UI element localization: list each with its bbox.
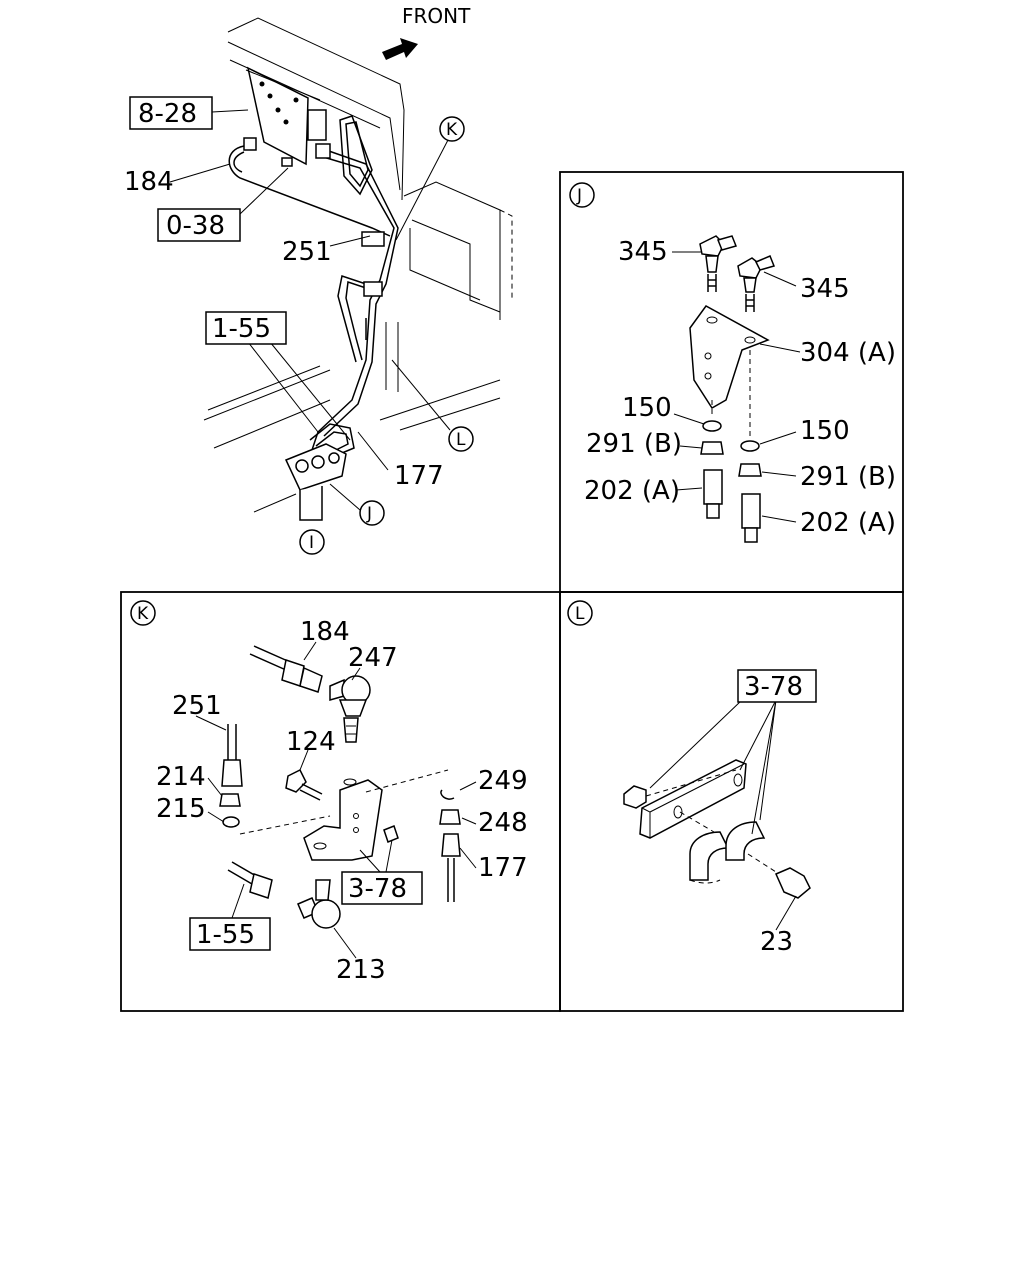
detail-l: L 3-78 23 [567,600,817,957]
part-177-label-k: 177 [478,853,528,883]
washer-150-left [702,420,722,432]
union-213 [227,861,341,929]
washer-150-right [740,440,760,452]
part-202a-label-right: 202 (A) [800,508,896,538]
view-marker-l-label: L [456,430,466,450]
junction-block [284,443,347,521]
pipe-251 [219,724,243,828]
clip-215 [222,816,240,828]
view-marker-k-label: K [446,120,458,140]
pipe-184 [249,645,323,693]
ref-0-38-label: 0-38 [166,211,225,241]
ref-3-78-label-k: 3-78 [348,874,407,904]
part-251-label-k: 251 [172,691,222,721]
detail-l-leaders [649,699,797,931]
ref-box-1-55 [205,311,287,345]
detail-k-title: K [137,604,149,624]
part-345-label-right: 345 [800,274,850,304]
nut-291b-right [738,463,762,477]
part-215-label: 215 [156,794,206,824]
connector-345-left [699,235,738,292]
bracket-304a [689,305,770,436]
nut-214 [219,793,241,807]
ref-box-0-38 [157,208,241,242]
part-124-label: 124 [286,727,336,757]
detail-k-marker [130,600,156,626]
part-291b-label-right: 291 (B) [800,462,896,492]
brake-pipes [228,115,399,459]
overview-leaders [169,109,451,540]
part-150-label-right: 150 [800,416,850,446]
view-marker-j [359,500,385,526]
part-214-label: 214 [156,762,206,792]
detail-j-title: J [576,186,582,206]
ref-1-55-label: 1-55 [212,314,271,344]
ref-3-78-label-l: 3-78 [744,672,803,702]
part-345-label-left: 345 [618,237,668,267]
detail-l-marker [567,600,593,626]
part-184-label-k: 184 [300,617,350,647]
connector-345-right [737,255,776,312]
ref-box-1-55-k [189,917,271,951]
view-marker-k [439,116,465,142]
ref-8-28-label: 8-28 [138,99,197,129]
view-marker-j-label: J [366,504,372,524]
detail-j-marker [569,182,595,208]
part-150-label-left: 150 [622,393,672,423]
nut-291b-left [700,441,724,455]
mounting-plate [246,66,327,166]
view-marker-l [448,426,474,452]
clip-249 [440,789,455,800]
nut-248 [439,809,461,825]
part-304a-label: 304 (A) [800,338,896,368]
front-label: FRONT [402,4,471,28]
ref-box-8-28 [129,96,213,130]
view-marker-i [299,529,325,555]
part-247-label: 247 [348,643,398,673]
part-251-label: 251 [282,237,332,267]
ref-1-55-label-k: 1-55 [196,920,255,950]
overview-view: FRONT [124,4,513,555]
part-248-label: 248 [478,808,528,838]
front-arrow-icon [382,38,418,60]
detail-l-frame [559,591,904,1012]
part-213-label: 213 [336,955,386,985]
ref-box-3-78-l [737,669,817,703]
ref-box-3-78-k [341,871,423,905]
clamp-plate [623,759,747,839]
fitting-202a-left [703,469,723,519]
fitting-202a-right [741,493,761,543]
detail-l-title: L [575,604,585,624]
pipe-177 [441,833,461,902]
detail-j: J [569,182,896,543]
detail-j-leaders [672,251,801,523]
bolt-124 [285,768,323,801]
part-202a-label-left: 202 (A) [584,476,680,506]
hose-clamp [689,821,766,884]
part-177-label: 177 [394,461,444,491]
detail-k-leaders [195,641,477,959]
part-23-label: 23 [760,927,793,957]
detail-k: K [130,600,528,985]
part-249-label: 249 [478,766,528,796]
view-marker-i-label: I [309,533,314,553]
part-291b-label-left: 291 (B) [586,429,682,459]
bolt-23 [747,853,811,899]
bracket-3-78 [239,769,449,861]
tee-247 [329,675,371,743]
part-184-label: 184 [124,167,174,197]
